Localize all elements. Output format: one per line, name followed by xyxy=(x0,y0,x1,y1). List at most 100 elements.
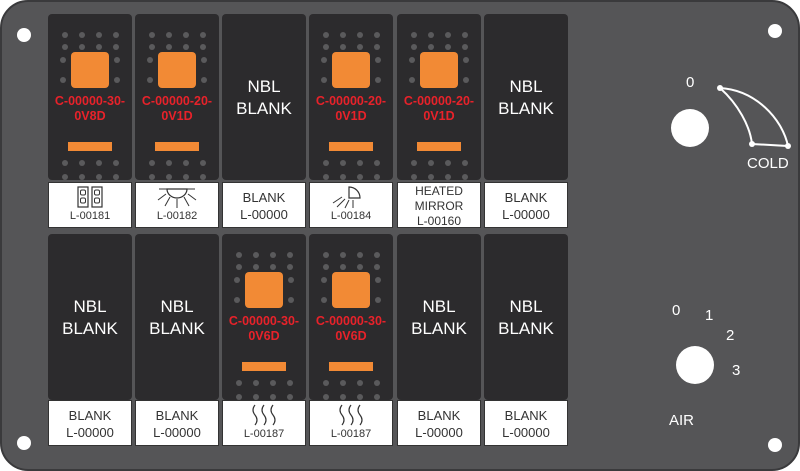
indicator-dot xyxy=(411,160,417,166)
indicator-dot xyxy=(200,32,206,38)
indicator-dot xyxy=(96,160,102,166)
blank-text-line: BLANK xyxy=(498,99,554,118)
label-text-line: BLANK xyxy=(68,408,112,423)
label-code: L-00187 xyxy=(330,428,372,440)
indicator-dot xyxy=(201,57,207,63)
orange-status-bar xyxy=(417,142,461,151)
part-number-line: C-00000-30- xyxy=(315,314,387,328)
indicator-dot xyxy=(462,44,468,50)
part-number-line: C-00000-20- xyxy=(141,94,213,108)
indicator-dot xyxy=(149,174,155,180)
indicator-dot xyxy=(357,174,363,180)
indicator-dot xyxy=(166,174,172,180)
part-number-line: 0V1D xyxy=(423,109,455,123)
indicator-dot xyxy=(147,57,153,63)
indicator-dot xyxy=(374,32,380,38)
indicator-dot xyxy=(183,160,189,166)
label-text-line: BLANK xyxy=(417,408,461,423)
indicator-dot xyxy=(62,160,68,166)
indicator-dot xyxy=(200,160,206,166)
indicator-dot xyxy=(323,32,329,38)
indicator-dot xyxy=(287,252,293,258)
indicator-dot xyxy=(323,174,329,180)
rocker-switch[interactable]: C-00000-30-0V6D xyxy=(222,234,306,400)
indicator-dot xyxy=(340,174,346,180)
indicator-dot xyxy=(96,44,102,50)
indicator-dot xyxy=(96,32,102,38)
orange-status-bar xyxy=(68,142,112,151)
mounting-hole-top-left xyxy=(17,28,31,42)
air-position-1: 1 xyxy=(705,307,714,324)
indicator-dot xyxy=(149,32,155,38)
label-text-line: MIRROR xyxy=(414,199,464,213)
indicator-dot xyxy=(253,394,259,400)
indicator-dot xyxy=(113,44,119,50)
indicator-dot xyxy=(113,160,119,166)
indicator-dot xyxy=(183,174,189,180)
indicator-dot xyxy=(149,160,155,166)
indicator-dot xyxy=(183,32,189,38)
indicator-dot xyxy=(374,252,380,258)
rocker-switch[interactable]: C-00000-20-0V1D xyxy=(135,14,219,180)
indicator-dot xyxy=(323,160,329,166)
indicator-dot xyxy=(234,297,240,303)
indicator-dot xyxy=(79,160,85,166)
air-position-0: 0 xyxy=(672,302,681,319)
rocker-switch[interactable]: C-00000-30-0V6D xyxy=(309,234,393,400)
indicator-dot xyxy=(445,174,451,180)
air-knob[interactable] xyxy=(676,346,714,384)
rocker-switch[interactable]: C-00000-30-0V8D xyxy=(48,14,132,180)
indicator-dot xyxy=(79,32,85,38)
rocker-switch[interactable]: C-00000-20-0V1D xyxy=(397,14,481,180)
switch-part-number: C-00000-20-0V1D xyxy=(129,94,225,124)
indicator-dot xyxy=(323,44,329,50)
blank-text-line: NBL xyxy=(73,297,107,316)
cold-arc-icon xyxy=(717,85,791,149)
orange-status-bar xyxy=(329,362,373,371)
indicator-dot xyxy=(236,264,242,270)
indicator-dot xyxy=(201,77,207,83)
switch-part-number: C-00000-30-0V6D xyxy=(303,314,399,344)
indicator-dot xyxy=(60,77,66,83)
indicator-dot xyxy=(374,44,380,50)
air-label: AIR xyxy=(669,412,695,429)
part-number-line: C-00000-30- xyxy=(228,314,300,328)
indicator-dot xyxy=(149,44,155,50)
indicator-dot xyxy=(323,252,329,258)
indicator-dot xyxy=(340,44,346,50)
temperature-knob[interactable] xyxy=(671,109,709,147)
orange-status-bar xyxy=(242,362,286,371)
indicator-dot xyxy=(462,32,468,38)
label-text-line: BLANK xyxy=(504,190,548,205)
indicator-dot xyxy=(340,394,346,400)
switch-label: L-00187 xyxy=(309,400,393,446)
part-number-line: C-00000-20- xyxy=(315,94,387,108)
indicator-dot xyxy=(200,44,206,50)
mounting-hole-bottom-right xyxy=(768,438,782,452)
indicator-dot xyxy=(411,174,417,180)
shower-light-icon xyxy=(310,185,392,209)
indicator-dot xyxy=(357,32,363,38)
label-code: L-00184 xyxy=(330,210,372,222)
switch-part-number: C-00000-30-0V6D xyxy=(216,314,312,344)
indicator-dot xyxy=(463,57,469,63)
indicator-dot xyxy=(374,160,380,166)
indicator-dot xyxy=(411,32,417,38)
toilet-icon xyxy=(49,185,131,209)
indicator-dot xyxy=(340,160,346,166)
indicator-dot xyxy=(323,264,329,270)
blank-text-line: BLANK xyxy=(411,319,467,338)
indicator-dot xyxy=(236,252,242,258)
rocker-switch[interactable]: C-00000-20-0V1D xyxy=(309,14,393,180)
indicator-dot xyxy=(321,77,327,83)
orange-status-bar xyxy=(155,142,199,151)
